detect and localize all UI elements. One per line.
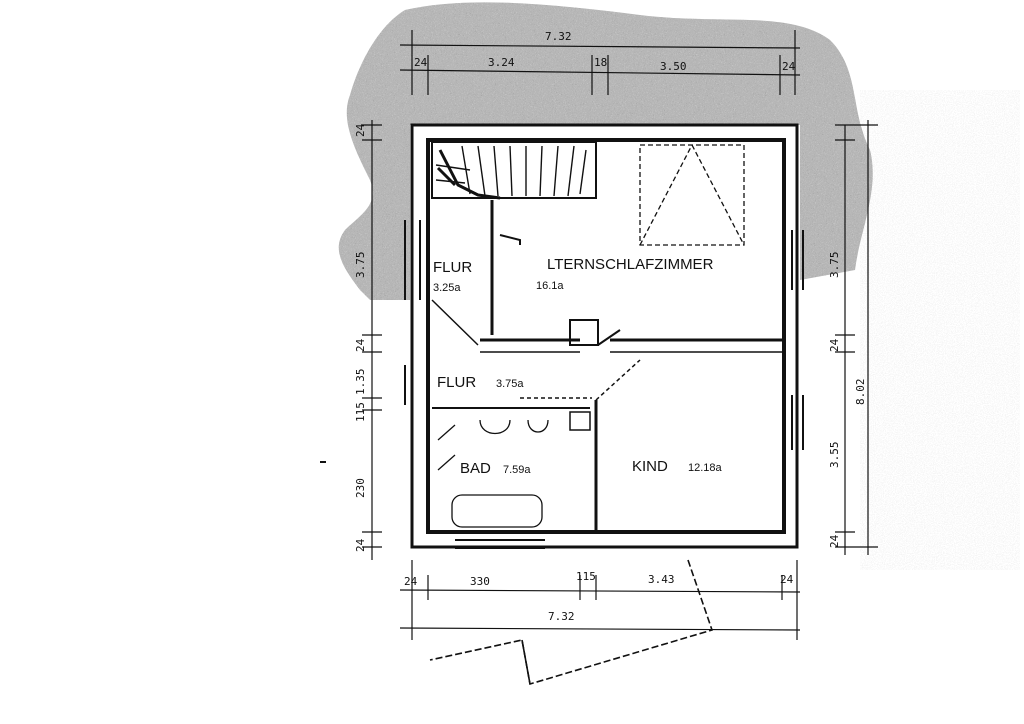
staircase	[431, 141, 597, 200]
room-kind-name: KIND	[632, 458, 668, 475]
right-dimension-lines	[835, 120, 878, 555]
room-flur-upper-name: FLUR	[433, 259, 472, 276]
dim-top-total: 7.32	[545, 30, 572, 43]
dim-left-bad: 230	[354, 478, 367, 498]
room-flur-lower-area: 3.75a	[496, 378, 524, 390]
left-dimension-lines	[362, 120, 382, 560]
dim-bottom-wall-left: 24	[404, 575, 418, 588]
room-flur-upper-area: 3.25a	[433, 282, 461, 294]
dim-bottom-seg-1: 330	[470, 575, 490, 588]
terrace-outline	[429, 559, 714, 686]
room-schlafzimmer-area: 16.1a	[536, 280, 564, 292]
dim-right-top: 3.75	[828, 252, 841, 279]
dim-bottom-total: 7.32	[548, 610, 575, 623]
wardrobe	[639, 144, 745, 246]
dim-bottom-seg-2: 3.43	[648, 573, 675, 586]
dim-right-total: 8.02	[854, 379, 867, 406]
dim-left-flur-2: 1.35	[354, 369, 367, 396]
room-kind-area: 12.18a	[688, 462, 723, 474]
dim-left-flur: 3.75	[354, 252, 367, 279]
dim-top-mid-wall: 18	[594, 56, 607, 69]
dim-bottom-mid-wall: 115	[576, 570, 596, 583]
interior-walls	[431, 200, 784, 532]
windows	[404, 220, 804, 549]
dim-left-top: 24	[354, 123, 367, 137]
outer-walls	[410, 123, 799, 549]
dim-left-wall-1: 24	[354, 338, 367, 352]
room-bad-area: 7.59a	[503, 464, 531, 476]
dim-right-bottom: 3.55	[828, 442, 841, 469]
dim-top-wall-left: 24	[414, 56, 428, 69]
dim-right-wall: 24	[828, 338, 841, 352]
dim-bottom-wall-right: 24	[780, 573, 794, 586]
dim-top-seg-1: 3.24	[488, 56, 515, 69]
dim-right-wall-bottom: 24	[828, 534, 841, 548]
bathroom-fixtures	[437, 419, 549, 528]
top-dimension-lines	[399, 30, 801, 95]
bottom-dimension-lines	[399, 560, 801, 640]
dim-top-wall-right: 24	[782, 60, 796, 73]
dim-left-wall-bottom: 24	[354, 538, 367, 552]
room-schlafzimmer-name: LTERNSCHLAFZIMMER	[547, 256, 714, 273]
room-bad-name: BAD	[460, 460, 491, 477]
room-flur-lower-name: FLUR	[437, 374, 476, 391]
dim-left-wall-2: 115	[354, 402, 367, 422]
dim-top-seg-2: 3.50	[660, 60, 687, 73]
